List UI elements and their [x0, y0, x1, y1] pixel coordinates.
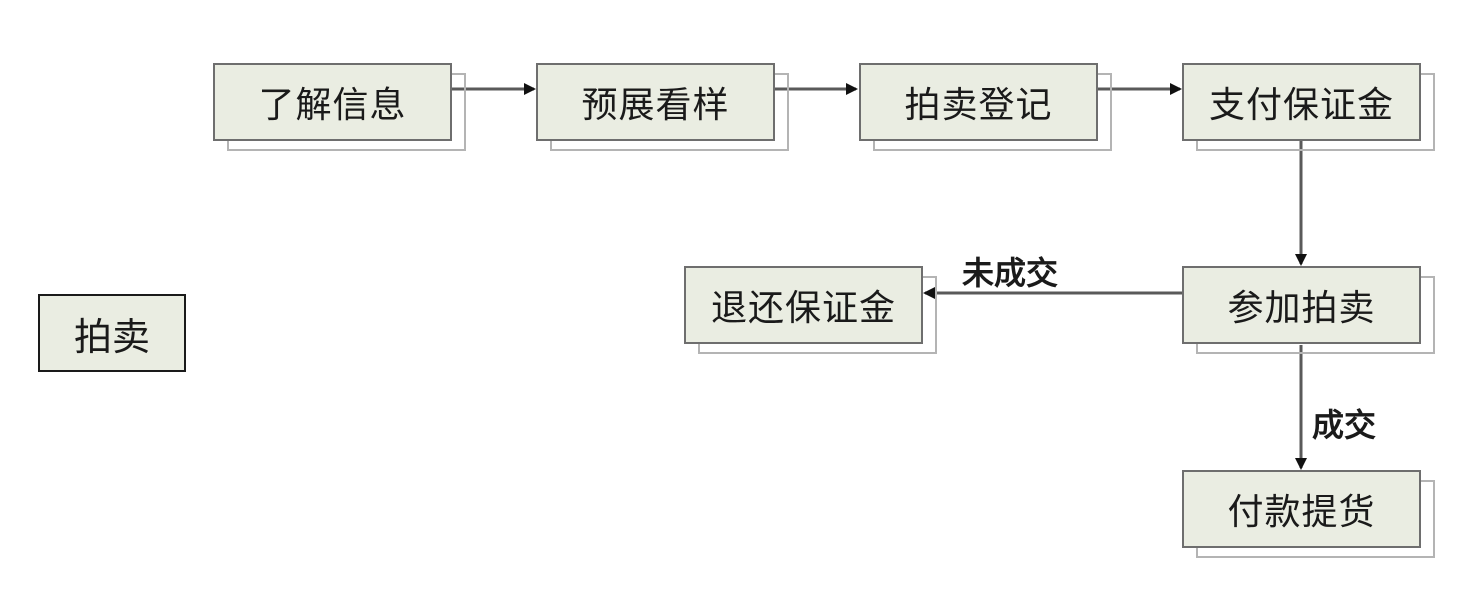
- edge-label-not-sold: 未成交: [962, 254, 1059, 292]
- node-label: 付款提货: [1182, 470, 1421, 548]
- diagram-title: 拍卖: [38, 294, 186, 372]
- node-refund-deposit: 退还保证金: [684, 266, 937, 354]
- node-attend-auction: 参加拍卖: [1182, 266, 1435, 354]
- node-label: 拍卖登记: [859, 63, 1098, 141]
- node-label: 预展看样: [536, 63, 775, 141]
- node-understand-info: 了解信息: [213, 63, 466, 151]
- node-label: 支付保证金: [1182, 63, 1421, 141]
- node-register: 拍卖登记: [859, 63, 1112, 151]
- node-label: 退还保证金: [684, 266, 923, 344]
- node-pay-pickup: 付款提货: [1182, 470, 1435, 558]
- node-label: 参加拍卖: [1182, 266, 1421, 344]
- node-preview: 预展看样: [536, 63, 789, 151]
- node-label: 了解信息: [213, 63, 452, 141]
- node-pay-deposit: 支付保证金: [1182, 63, 1435, 151]
- edge-label-sold: 成交: [1312, 406, 1377, 444]
